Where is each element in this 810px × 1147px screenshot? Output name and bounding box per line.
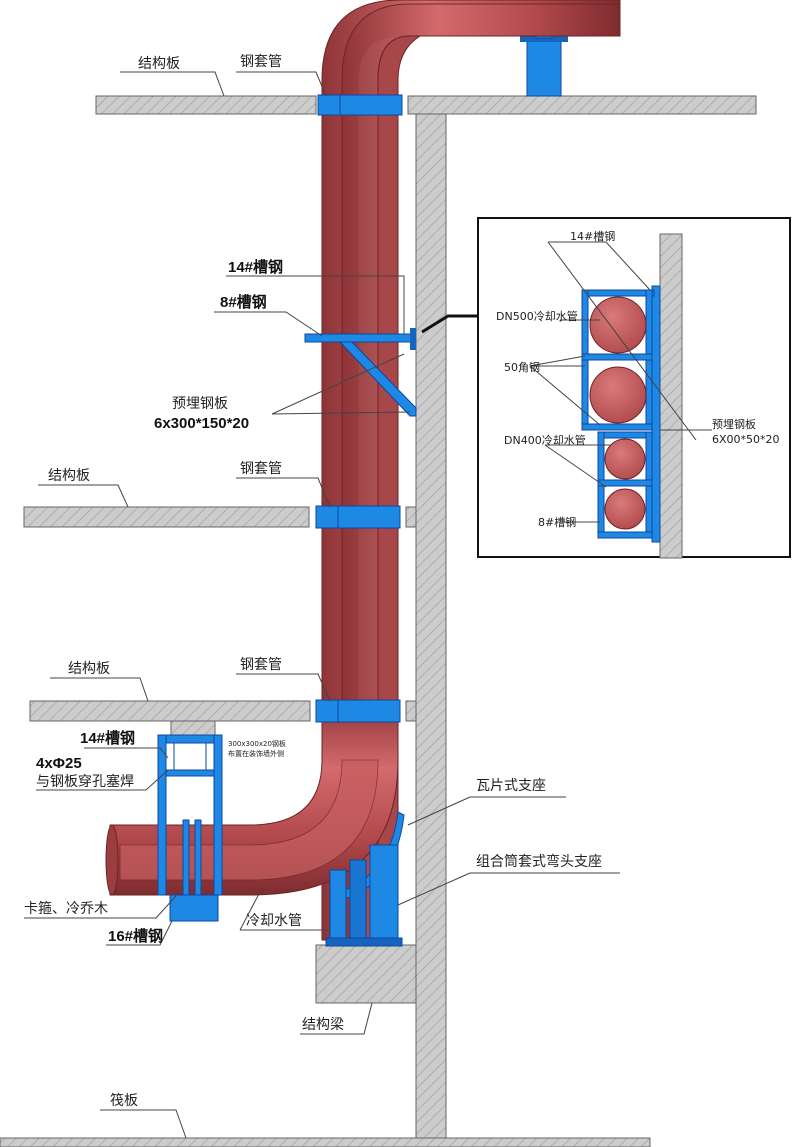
label-struct-beam: 结构梁 <box>302 1017 344 1033</box>
label-ch8-main: 8#槽钢 <box>220 293 267 311</box>
sleeve-low <box>315 699 401 723</box>
label-slab-low: 结构板 <box>68 661 110 677</box>
slab-mid <box>23 506 417 528</box>
elbow-support <box>325 811 405 947</box>
lower-hanger <box>157 734 223 922</box>
detail-label-embed-2: 6X00*50*20 <box>712 433 780 446</box>
label-elbow-support: 组合筒套式弯头支座 <box>476 853 602 870</box>
label-ch16: 16#槽钢 <box>108 927 163 945</box>
label-sleeve-low: 钢套管 <box>240 657 282 673</box>
label-cooling-pipe: 冷却水管 <box>246 913 302 929</box>
hanger-block <box>170 720 216 736</box>
label-embed-plate-2: 6x300*150*20 <box>154 415 249 432</box>
leader-lines <box>24 71 620 1139</box>
label-plate-note-2: 布置在装饰墙外侧 <box>228 749 284 758</box>
slab-top-left <box>95 95 317 115</box>
wall-bracket <box>304 328 417 417</box>
detail-label-dn500: DN500冷却水管 <box>496 309 578 323</box>
slab-top-right <box>407 95 757 115</box>
detail-label-ch8: 8#槽钢 <box>538 516 576 529</box>
label-embed-plate-1: 预埋钢板 <box>172 396 228 412</box>
sleeve-top <box>317 94 403 116</box>
structural-wall <box>415 111 447 1140</box>
label-bolt-1: 4xΦ25 <box>36 755 82 772</box>
detail-label-angle50: 50角钢 <box>504 361 540 374</box>
detail-inset <box>477 217 791 559</box>
label-sleeve-mid: 钢套管 <box>240 461 282 477</box>
label-tile-support: 瓦片式支座 <box>476 778 546 794</box>
label-bolt-2: 与钢板穿孔塞焊 <box>36 773 134 790</box>
raft-slab <box>0 1137 651 1147</box>
label-raft: 筏板 <box>110 1092 138 1109</box>
detail-label-embed-1: 预埋钢板 <box>712 417 756 431</box>
slab-low <box>29 700 417 722</box>
label-sleeve-top: 钢套管 <box>240 54 282 70</box>
detail-label-ch14: 14#槽钢 <box>570 230 615 243</box>
label-slab-top: 结构板 <box>138 56 180 72</box>
label-clamp: 卡箍、冷乔木 <box>24 900 108 917</box>
label-slab-mid: 结构板 <box>48 468 90 484</box>
detail-label-dn400: DN400冷却水管 <box>504 433 586 447</box>
label-plate-note-1: 300x300x20钢板 <box>228 739 286 748</box>
label-ch14-low: 14#槽钢 <box>80 729 135 747</box>
structural-beam <box>315 944 417 1004</box>
label-ch14-main: 14#槽钢 <box>228 258 283 276</box>
sleeve-mid <box>315 505 401 529</box>
